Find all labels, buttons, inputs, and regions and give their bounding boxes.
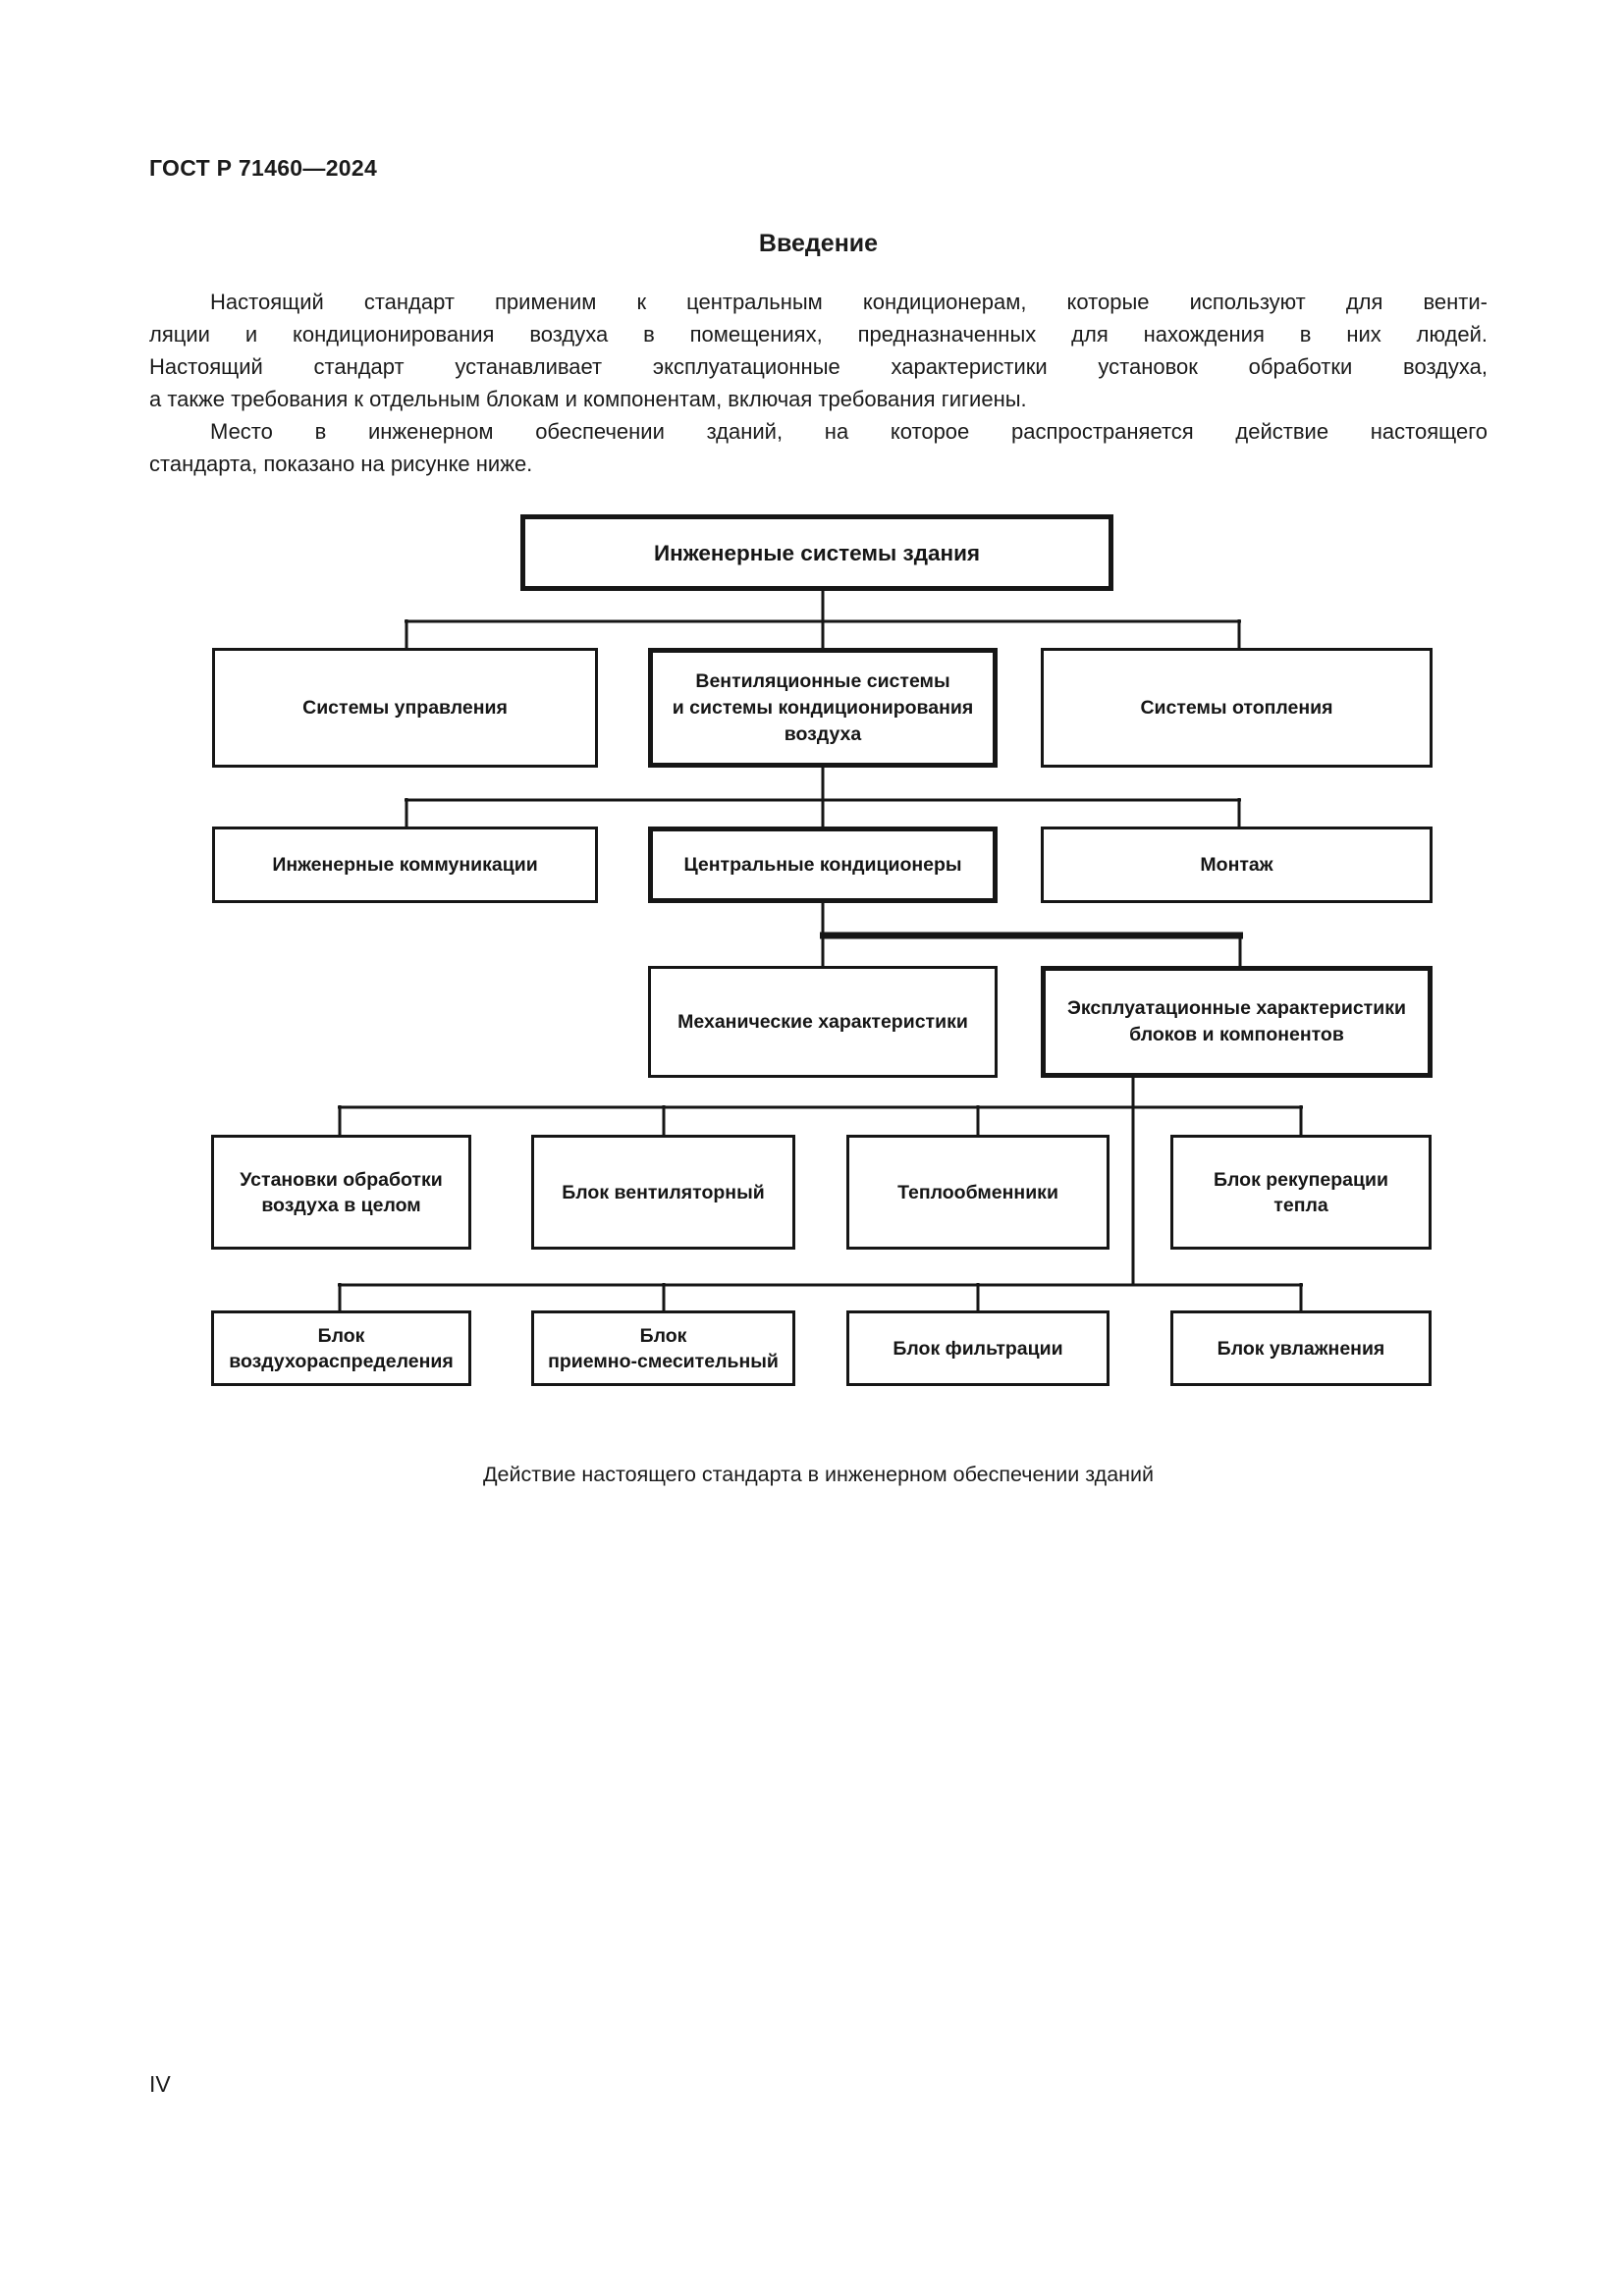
- intro-line-5: Место в инженерном обеспечении зданий, н…: [210, 419, 1488, 444]
- diagram-box-fan-unit: Блок вентиляторный: [531, 1135, 795, 1250]
- diagram-box-building-systems: Инженерные системы здания: [520, 514, 1113, 591]
- diagram-box-air-handling-units-overall: Установки обработки воздуха в целом: [211, 1135, 471, 1250]
- diagram-box-central-air-conditioners: Центральные кондиционеры: [648, 827, 998, 903]
- intro-line-3: Настоящий стандарт устанавливает эксплуа…: [149, 354, 1488, 379]
- intro-line-6: стандарта, показано на рисунке ниже.: [149, 452, 533, 476]
- diagram-box-control-systems: Системы управления: [212, 648, 598, 768]
- standard-number: ГОСТ Р 71460—2024: [149, 155, 378, 181]
- diagram-box-air-distribution-unit: Блок воздухораспределения: [211, 1310, 471, 1386]
- diagram-box-ventilation-systems: Вентиляционные системы и системы кондици…: [648, 648, 998, 768]
- intro-paragraphs: Настоящий стандарт применим к центральны…: [149, 286, 1488, 480]
- diagram-box-intake-mixing-unit: Блок приемно-смесительный: [531, 1310, 795, 1386]
- diagram-box-mechanical-characteristics: Механические характеристики: [648, 966, 998, 1078]
- diagram-box-heating-systems: Системы отопления: [1041, 648, 1433, 768]
- figure-caption: Действие настоящего стандарта в инженерн…: [482, 1463, 1155, 1486]
- intro-line-4: а также требования к отдельным блокам и …: [149, 387, 1027, 411]
- diagram-box-utilities: Инженерные коммуникации: [212, 827, 598, 903]
- diagram-box-filtration-unit: Блок фильтрации: [846, 1310, 1110, 1386]
- page-title: Введение: [758, 230, 879, 257]
- diagram-box-performance-characteristics: Эксплуатационные характеристики блоков и…: [1041, 966, 1433, 1078]
- diagram-box-installation: Монтаж: [1041, 827, 1433, 903]
- page-number: IV: [149, 2071, 171, 2097]
- diagram-box-heat-exchangers: Теплообменники: [846, 1135, 1110, 1250]
- diagram-box-humidification-unit: Блок увлажнения: [1170, 1310, 1432, 1386]
- intro-line-1: Настоящий стандарт применим к центральны…: [210, 290, 1488, 314]
- diagram-box-heat-recovery-unit: Блок рекуперации тепла: [1170, 1135, 1432, 1250]
- intro-line-2: ляции и кондиционирования воздуха в поме…: [149, 322, 1488, 347]
